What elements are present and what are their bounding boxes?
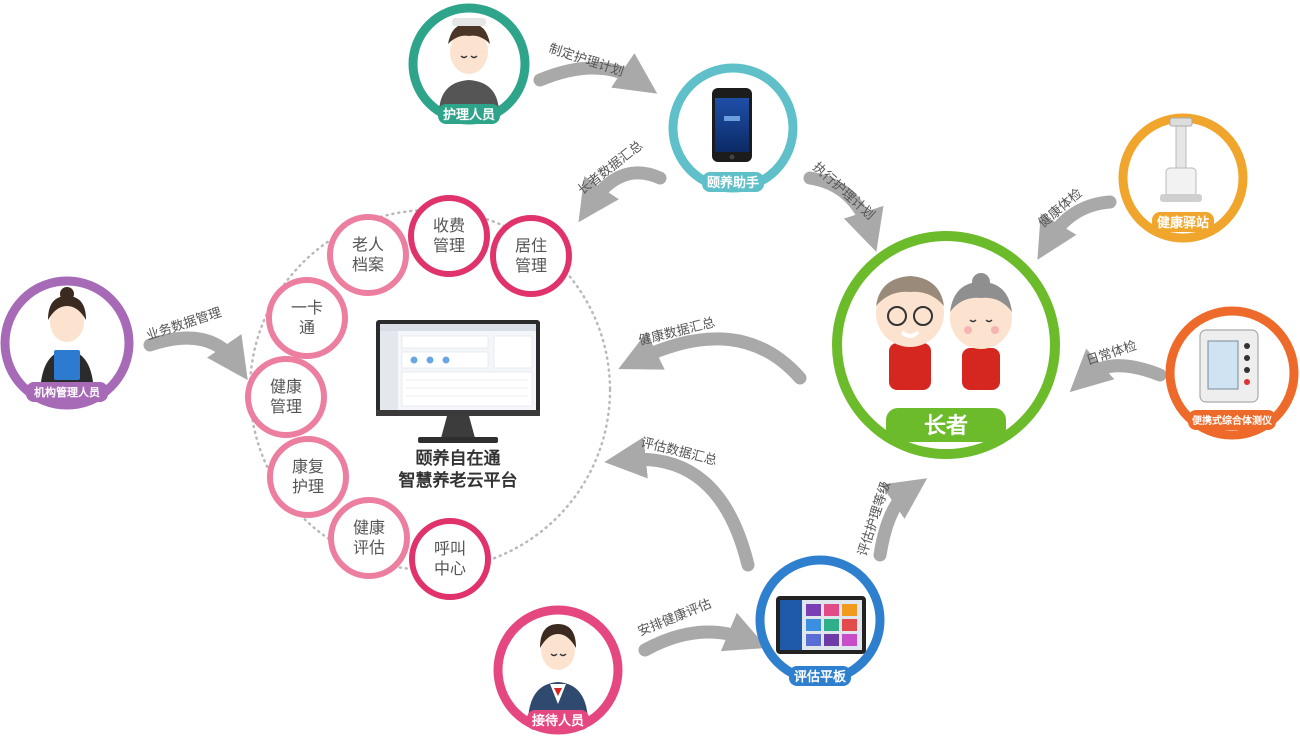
arrow-daily-check — [1069, 348, 1167, 393]
phone-icon — [712, 88, 752, 162]
node-admin[interactable]: 机构管理人员 — [0, 276, 134, 410]
health-kiosk-icon — [1160, 117, 1202, 202]
node-tablet-label: 评估平板 — [794, 669, 847, 685]
node-reception[interactable]: 接待人员 — [493, 605, 623, 735]
module-fee-line1: 收费 — [433, 216, 465, 235]
platform-title: 颐养自在通 — [416, 448, 501, 469]
arrow-health-check — [1037, 195, 1117, 260]
module-rehab[interactable]: 康复 护理 — [267, 436, 349, 518]
tablet-icon — [776, 596, 866, 654]
elderly-couple-icon — [876, 273, 1012, 390]
module-fee[interactable]: 收费 管理 — [408, 195, 490, 277]
node-nurse-label: 护理人员 — [443, 107, 495, 123]
vital-monitor-icon — [1199, 329, 1259, 403]
module-rehab-line1: 康复 — [292, 457, 324, 476]
module-ring: 收费 管理 居住 管理 老人 档案 一卡 通 健康 管理 康复 护理 — [245, 195, 572, 600]
node-tablet[interactable]: 评估平板 — [755, 555, 885, 686]
node-nurse[interactable]: 护理人员 — [408, 3, 530, 125]
module-archive-line1: 老人 — [352, 235, 384, 254]
module-card[interactable]: 一卡 通 — [266, 277, 348, 359]
node-elder[interactable]: 长者 — [832, 231, 1060, 459]
module-health-mgmt-line2: 管理 — [270, 397, 302, 416]
module-health-mgmt-line1: 健康 — [270, 377, 302, 396]
module-health-assess-line1: 健康 — [353, 518, 385, 537]
module-health-mgmt[interactable]: 健康 管理 — [245, 356, 327, 438]
arrow-make-plan — [533, 53, 658, 94]
flow-label-exec-plan: 执行护理计划 — [809, 160, 877, 223]
node-monitor[interactable]: 便携式综合体测仪 — [1165, 306, 1299, 440]
node-station-label: 健康驿站 — [1157, 215, 1209, 231]
module-card-line1: 一卡 — [291, 298, 323, 317]
node-assistant-label: 颐养助手 — [707, 175, 759, 191]
module-health-assess-line2: 评估 — [353, 538, 385, 557]
arrow-health-summary — [618, 332, 807, 385]
arrow-exec-plan — [803, 171, 884, 252]
module-residence-line1: 居住 — [515, 236, 547, 255]
module-rehab-line2: 护理 — [292, 477, 324, 496]
node-reception-label: 接待人员 — [532, 713, 584, 729]
module-call-center[interactable]: 呼叫 中心 — [409, 518, 491, 600]
node-assistant[interactable]: 颐养助手 — [668, 63, 798, 193]
node-monitor-label: 便携式综合体测仪 — [1192, 414, 1273, 427]
module-fee-line2: 管理 — [433, 236, 465, 255]
module-residence[interactable]: 居住 管理 — [490, 215, 572, 297]
platform-subtitle: 智慧养老云平台 — [399, 470, 518, 491]
arrow-assess-grade — [873, 478, 928, 562]
module-call-center-line1: 呼叫 — [434, 539, 466, 558]
arrow-arrange-assess — [638, 612, 768, 657]
arrow-elder-summary — [578, 166, 667, 223]
module-archive[interactable]: 老人 档案 — [327, 214, 409, 296]
module-residence-line2: 管理 — [515, 256, 547, 275]
node-admin-label: 机构管理人员 — [34, 385, 100, 399]
arrow-assess-summary — [604, 437, 755, 572]
module-call-center-line2: 中心 — [434, 559, 466, 578]
node-elder-label: 长者 — [924, 414, 968, 439]
node-station[interactable]: 健康驿站 — [1118, 113, 1248, 243]
module-archive-line2: 档案 — [352, 255, 384, 274]
module-health-assess[interactable]: 健康 评估 — [328, 497, 410, 579]
arrow-business-mgmt — [143, 331, 248, 381]
module-card-line2: 通 — [299, 318, 315, 337]
monitor-icon — [376, 320, 540, 443]
flow-arrows — [143, 53, 1167, 657]
